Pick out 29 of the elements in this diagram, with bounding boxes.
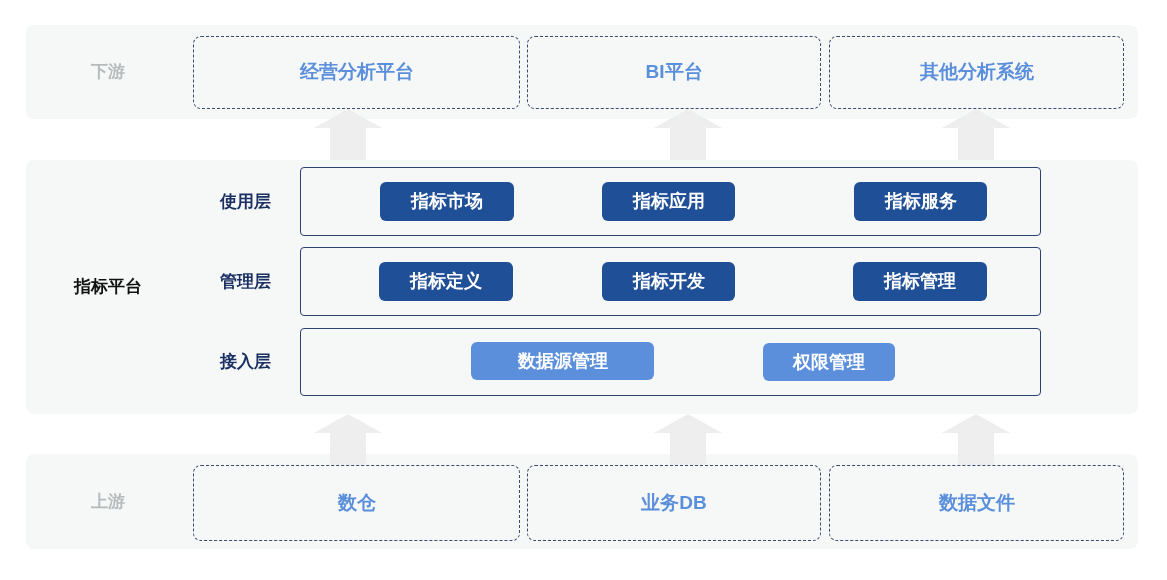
module-pill: 指标应用 [602, 182, 735, 221]
tier-label: 指标平台 [74, 276, 142, 299]
block-arrow [654, 109, 722, 160]
system-box: 其他分析系统 [829, 36, 1124, 109]
system-box: 数据文件 [829, 465, 1124, 541]
module-pill: 权限管理 [763, 343, 895, 381]
module-pill: 指标开发 [602, 262, 735, 301]
tier-band [26, 160, 1138, 414]
tier-band [26, 454, 1138, 549]
layer-label: 使用层 [220, 190, 271, 213]
block-arrow [942, 414, 1010, 465]
module-pill: 数据源管理 [471, 342, 654, 380]
module-pill: 指标管理 [853, 262, 987, 301]
layer-label: 管理层 [220, 270, 271, 293]
tier-label: 下游 [91, 61, 125, 84]
block-arrow [314, 414, 382, 465]
block-arrow [314, 109, 382, 160]
module-pill: 指标市场 [380, 182, 514, 221]
system-box: BI平台 [527, 36, 821, 109]
module-pill: 指标定义 [379, 262, 513, 301]
tier-label: 上游 [91, 490, 125, 513]
block-arrow [942, 109, 1010, 160]
system-box: 数仓 [193, 465, 520, 541]
module-pill: 指标服务 [854, 182, 987, 221]
block-arrow [654, 414, 722, 465]
layer-label: 接入层 [220, 351, 271, 374]
system-box: 业务DB [527, 465, 821, 541]
system-box: 经营分析平台 [193, 36, 520, 109]
tier-band [26, 25, 1138, 119]
